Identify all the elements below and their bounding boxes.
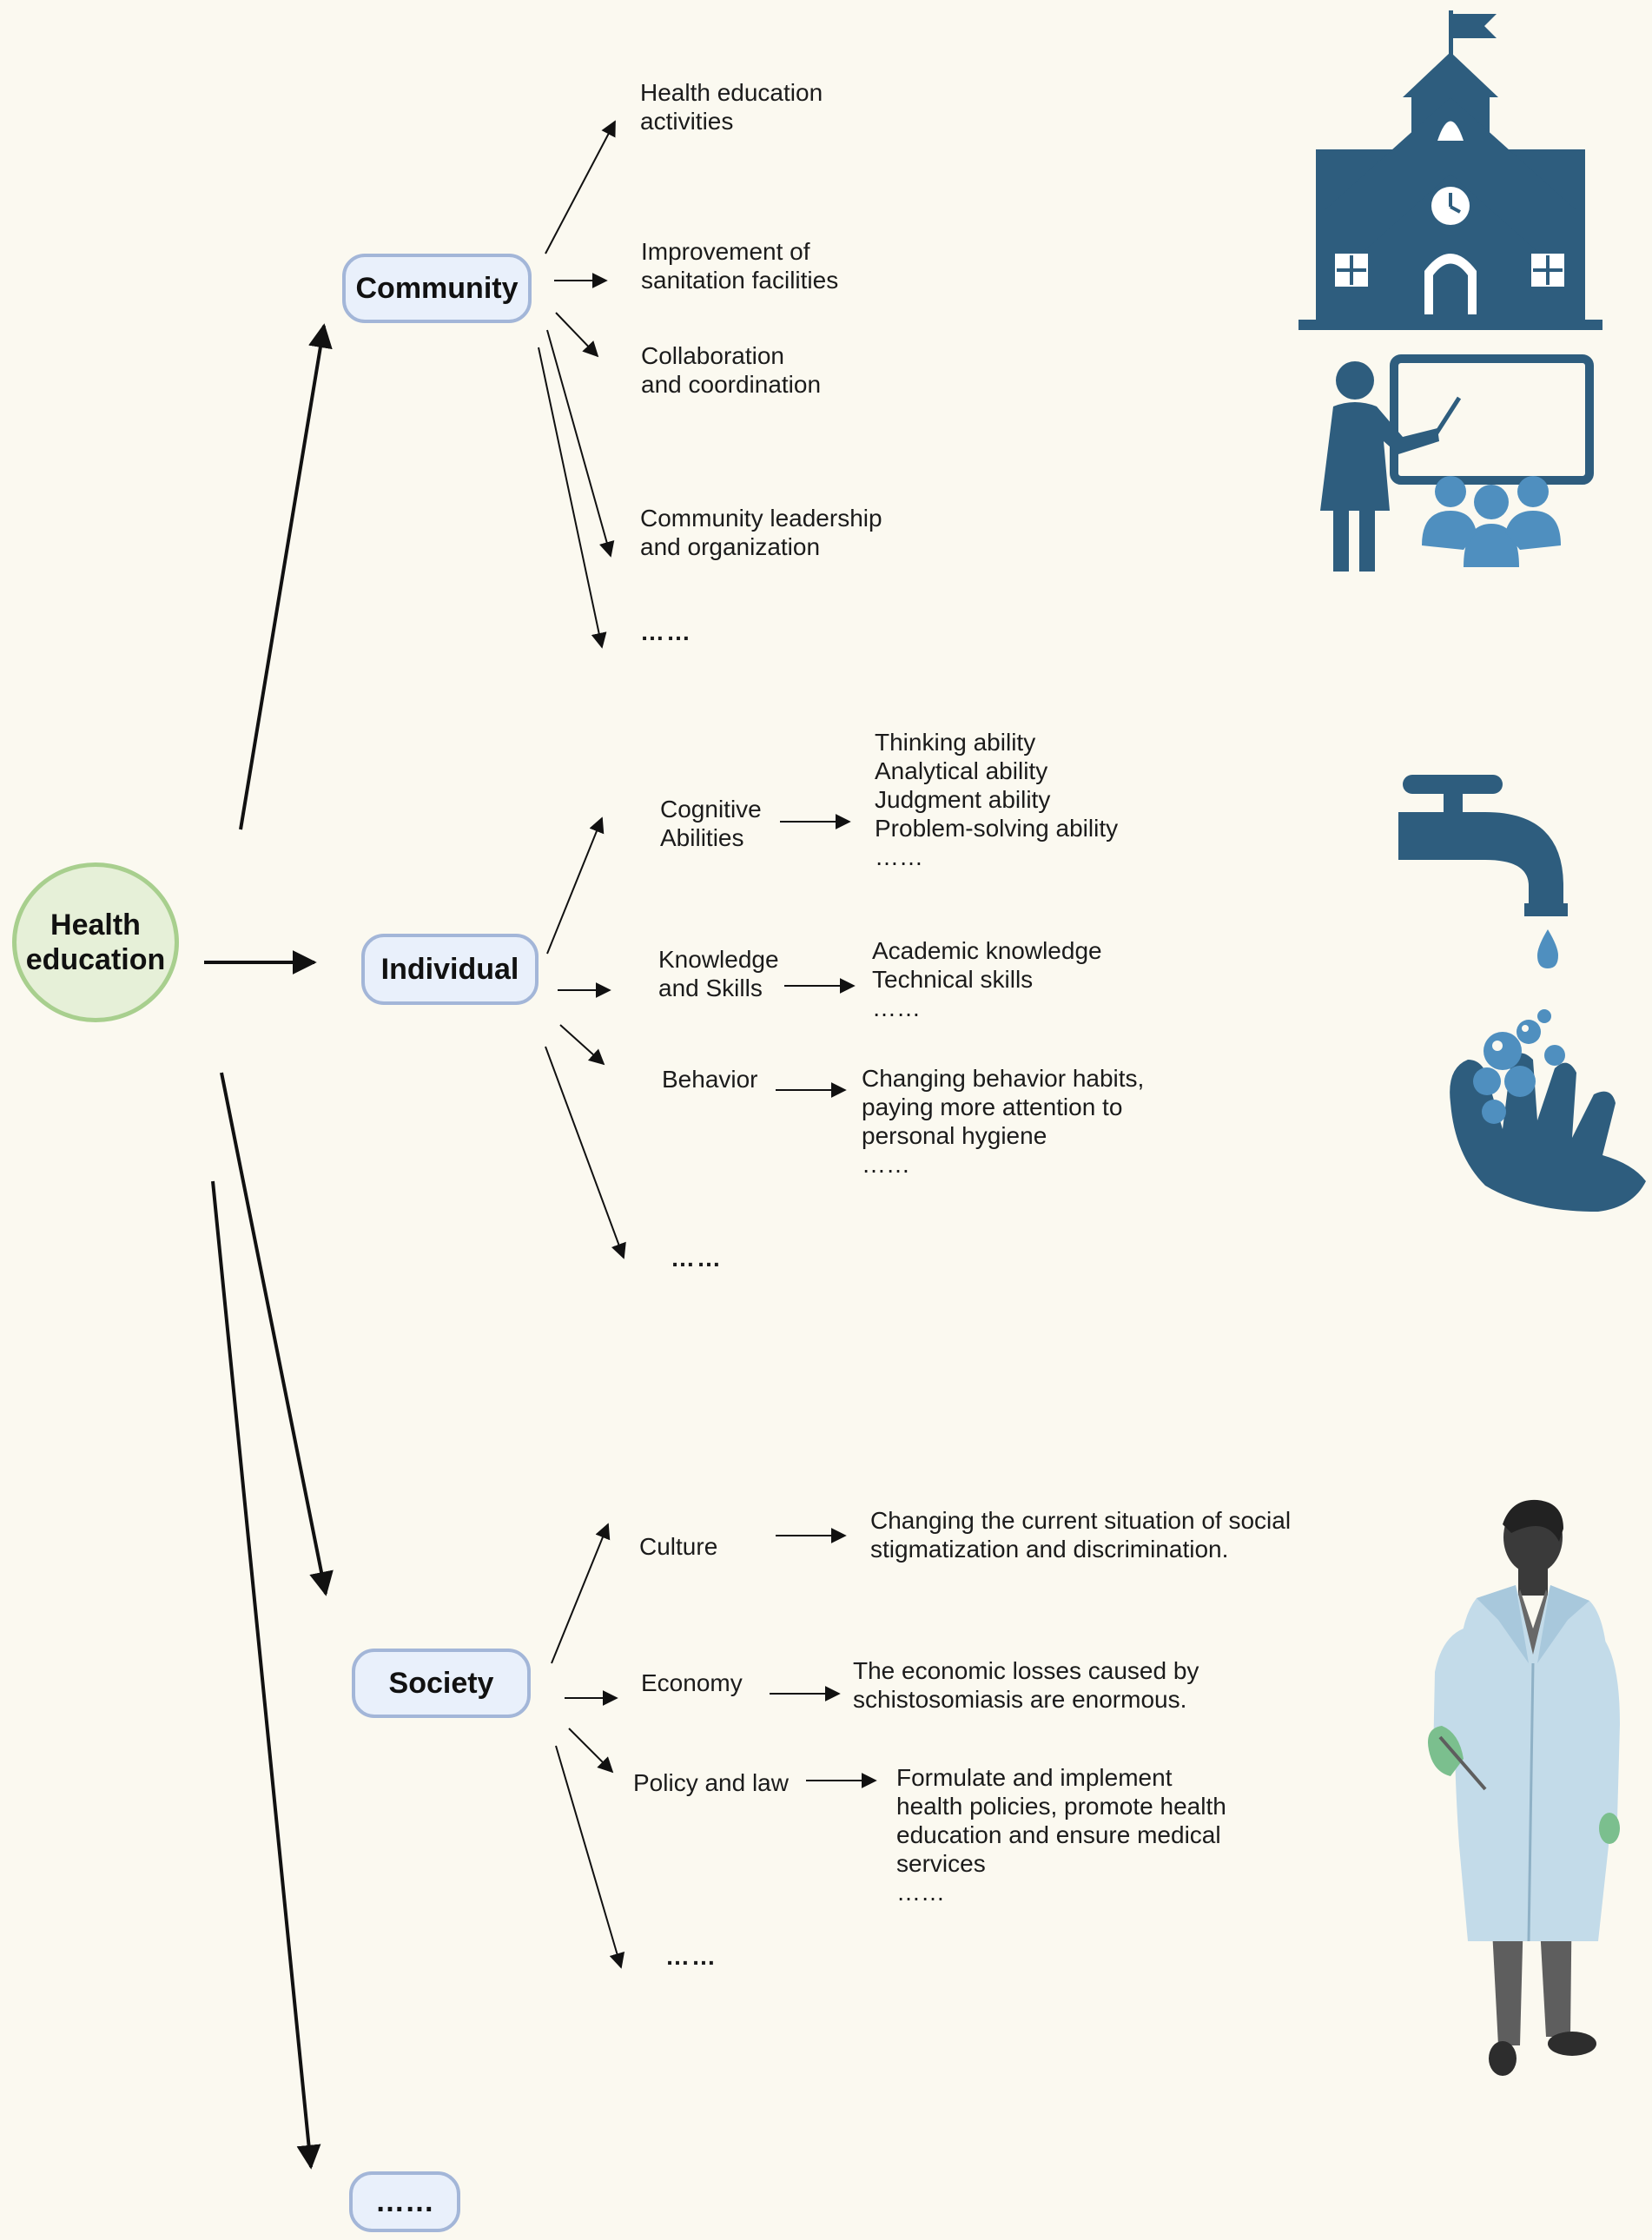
society-economy-detail: The economic losses caused by schistosom… bbox=[853, 1657, 1199, 1713]
category-individual: Individual bbox=[361, 934, 539, 1005]
school-icon bbox=[1298, 10, 1602, 330]
community-item-3: Collaboration and coordination bbox=[641, 342, 822, 398]
arrow-society-1 bbox=[551, 1523, 611, 1664]
individual-knowledge-label: Knowledge and Skills bbox=[658, 946, 779, 1001]
individual-cognitive-label: Cognitive Abilities bbox=[660, 796, 762, 851]
individual-behavior-detail: Changing behavior habits, paying more at… bbox=[862, 1065, 1145, 1178]
individual-knowledge-detail: Academic knowledge Technical skills …… bbox=[872, 937, 1102, 1021]
arrow-individual-4 bbox=[545, 1046, 626, 1259]
arrow-community-4 bbox=[546, 329, 615, 558]
community-more: …… bbox=[640, 618, 692, 645]
community-item-4: Community leadership and organization bbox=[640, 505, 882, 560]
category-more: …… bbox=[349, 2171, 460, 2232]
individual-cognitive-detail: Thinking ability Analytical ability Judg… bbox=[875, 729, 1119, 870]
society-culture-label: Culture bbox=[639, 1533, 718, 1560]
community-item-1: Health education activities bbox=[640, 79, 823, 135]
arrow-society-3 bbox=[568, 1728, 614, 1774]
root-node-health-education: Health education bbox=[12, 862, 179, 1022]
category-community: Community bbox=[342, 254, 532, 323]
arrow-community-1 bbox=[545, 120, 616, 254]
arrow-individual-1 bbox=[546, 816, 605, 955]
arrow-individual-3 bbox=[559, 1024, 605, 1066]
arrow-society-4 bbox=[555, 1745, 625, 1969]
arrow-community-5 bbox=[538, 347, 607, 649]
society-more: …… bbox=[665, 1943, 717, 1970]
society-culture-detail: Changing the current situation of social… bbox=[870, 1507, 1292, 1563]
individual-more: …… bbox=[671, 1245, 723, 1272]
handwashing-icon bbox=[1450, 1009, 1646, 1212]
faucet-icon bbox=[1398, 775, 1568, 968]
society-economy-label: Economy bbox=[641, 1669, 743, 1696]
arrow-root-society bbox=[220, 1072, 334, 1596]
society-policy-label: Policy and law bbox=[633, 1769, 789, 1796]
arrow-community-3 bbox=[555, 312, 599, 358]
arrow-root-community bbox=[239, 323, 333, 830]
individual-behavior-label: Behavior bbox=[662, 1066, 758, 1093]
community-item-2: Improvement of sanitation facilities bbox=[641, 238, 839, 294]
teacher-icon bbox=[1320, 354, 1594, 572]
doctor-icon bbox=[1428, 1499, 1620, 2076]
category-society: Society bbox=[352, 1649, 531, 1718]
arrow-root-more bbox=[211, 1180, 321, 2170]
society-policy-detail: Formulate and implement health policies,… bbox=[896, 1764, 1226, 1906]
